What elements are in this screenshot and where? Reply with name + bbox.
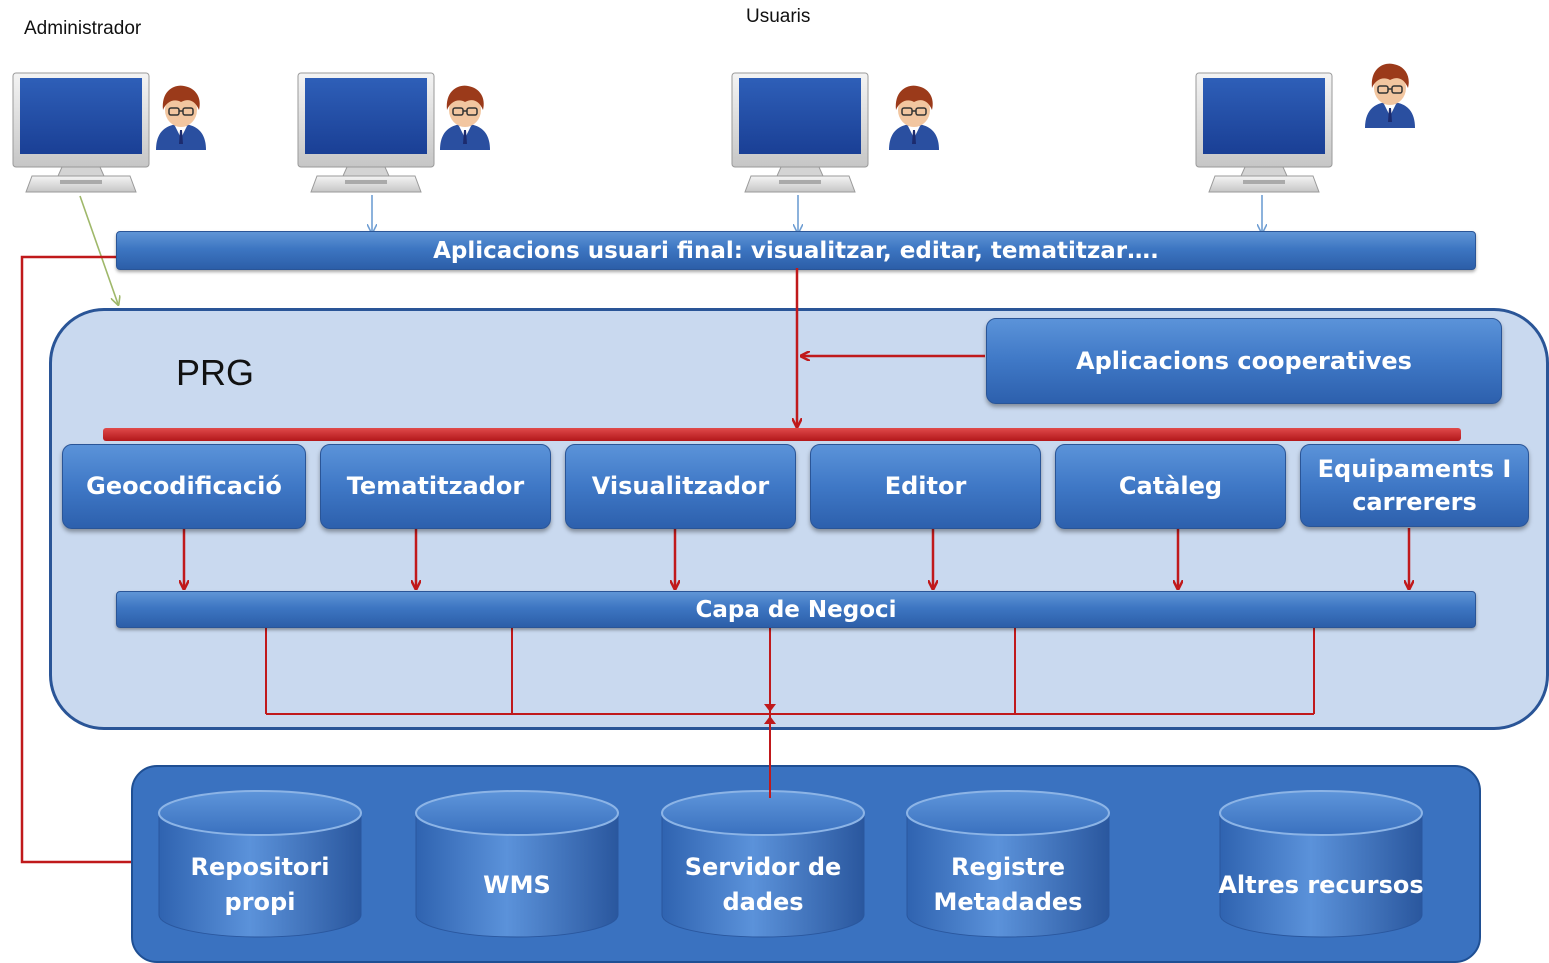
database-cylinder-icon xyxy=(1219,790,1423,938)
datasource-label: Repositori propi xyxy=(190,853,330,916)
datasource-wms: WMS xyxy=(414,789,620,941)
prg-title: PRG xyxy=(176,352,255,393)
module-catalog: Catàleg xyxy=(1055,444,1286,529)
database-cylinder-icon xyxy=(661,790,865,938)
module-editor: Editor xyxy=(810,444,1041,529)
end-user-applications-bar: Aplicacions usuari final: visualitzar, e… xyxy=(116,231,1476,270)
datasource-label: Altres recursos xyxy=(1218,870,1424,899)
datasource-other-resources: Altres recursos xyxy=(1218,789,1424,941)
module-viewer: Visualitzador xyxy=(565,444,796,529)
datasource-own-repository: Repositori propi xyxy=(157,789,363,941)
datasource-label: WMS xyxy=(483,870,551,899)
database-cylinder-icon xyxy=(415,790,619,938)
cooperative-applications-box: Aplicacions cooperatives xyxy=(986,318,1502,404)
module-thematizer: Tematitzador xyxy=(320,444,551,529)
red-bus-bar xyxy=(103,428,1461,441)
users-label: Usuaris xyxy=(746,6,811,27)
database-cylinder-icon xyxy=(906,790,1110,938)
administrator-label: Administrador xyxy=(24,18,142,39)
module-facilities-streets: Equipaments I carrerers xyxy=(1300,444,1529,527)
datasource-label: Servidor de dades xyxy=(684,853,842,916)
datasource-metadata-registry: Registre Metadades xyxy=(905,789,1111,941)
datasource-label: Registre Metadades xyxy=(933,853,1083,916)
business-layer-bar: Capa de Negoci xyxy=(116,591,1476,628)
database-cylinder-icon xyxy=(158,790,362,938)
module-geocoding: Geocodificació xyxy=(62,444,306,529)
datasource-data-server: Servidor de dades xyxy=(660,789,866,941)
